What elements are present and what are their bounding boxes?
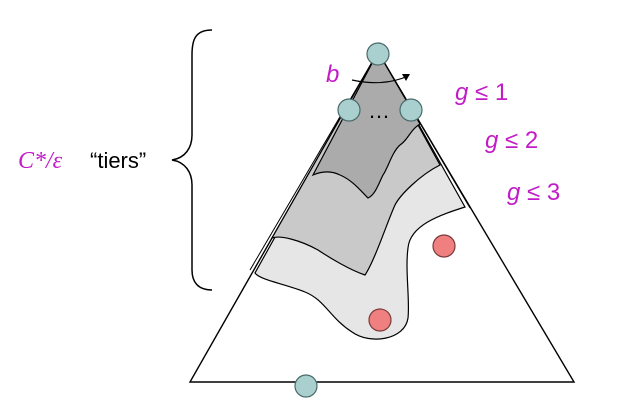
tiers-brace <box>171 29 213 291</box>
children-ellipsis: … <box>368 98 390 123</box>
goal-node-upper <box>432 234 456 258</box>
g-le-1-label: g ≤ 1 <box>455 79 508 106</box>
branching-arrow <box>351 75 409 84</box>
branching-arrowhead <box>402 74 410 81</box>
start-node <box>366 42 390 66</box>
child-node-left <box>337 98 361 122</box>
child-node-right <box>399 98 423 122</box>
branching-label: b <box>326 61 339 88</box>
edge-line-right <box>377 51 471 209</box>
cost-bound-label: C*/ε <box>18 148 63 174</box>
tier-1-region <box>311 50 421 199</box>
g-le-2-label: g ≤ 2 <box>485 127 538 154</box>
edge-line-left <box>249 51 379 271</box>
bottom-node <box>294 374 318 398</box>
goal-node-lower <box>368 308 392 332</box>
tiers-label: “tiers” <box>90 148 146 173</box>
g-le-3-label: g ≤ 3 <box>507 179 560 206</box>
